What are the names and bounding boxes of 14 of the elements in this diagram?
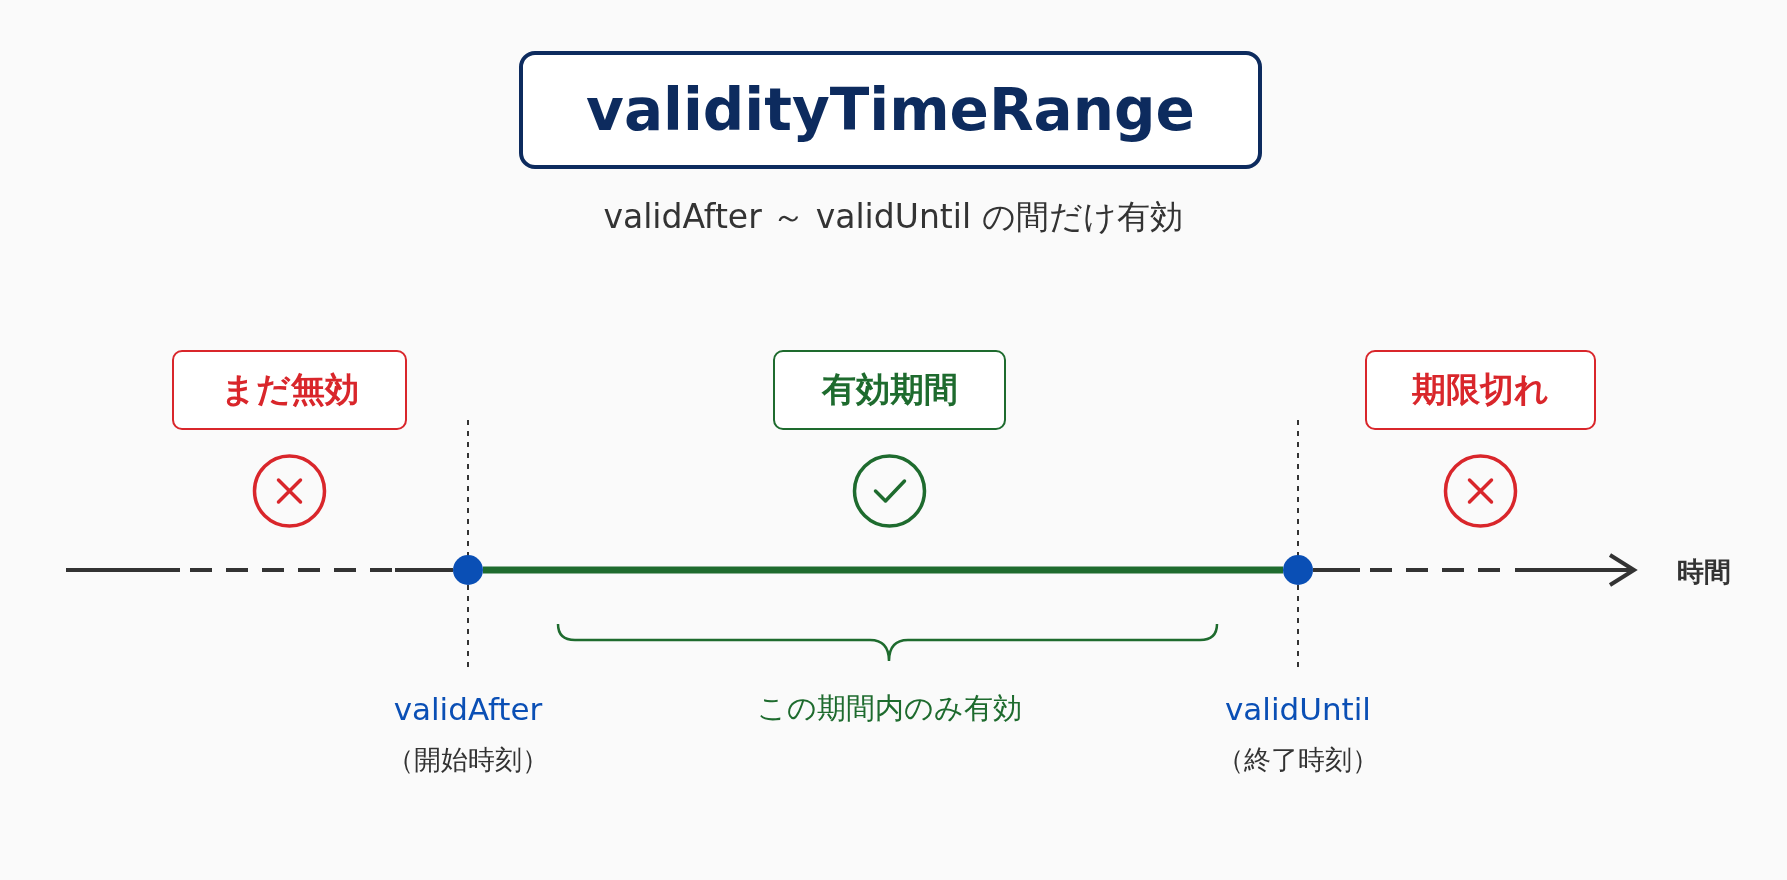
title-box: validityTimeRange bbox=[519, 51, 1262, 169]
status-label-box: 期限切れ bbox=[1365, 350, 1596, 430]
status-label-box: 有効期間 bbox=[773, 350, 1006, 430]
valid-period-line bbox=[483, 566, 1283, 574]
point-caption: （終了時刻） bbox=[1217, 743, 1379, 777]
timeline-point bbox=[1283, 555, 1313, 585]
point-label: validUntil bbox=[1225, 691, 1371, 727]
brace-caption: この期間内のみ有効 bbox=[756, 690, 1022, 727]
status-label-box: まだ無効 bbox=[172, 350, 407, 430]
point-caption: （開始時刻） bbox=[387, 743, 549, 777]
subtitle: validAfter ～ validUntil の間だけ有効 bbox=[603, 195, 1183, 238]
axis-label: 時間 bbox=[1677, 555, 1731, 589]
point-label: validAfter bbox=[393, 691, 543, 727]
timeline-point bbox=[453, 555, 483, 585]
